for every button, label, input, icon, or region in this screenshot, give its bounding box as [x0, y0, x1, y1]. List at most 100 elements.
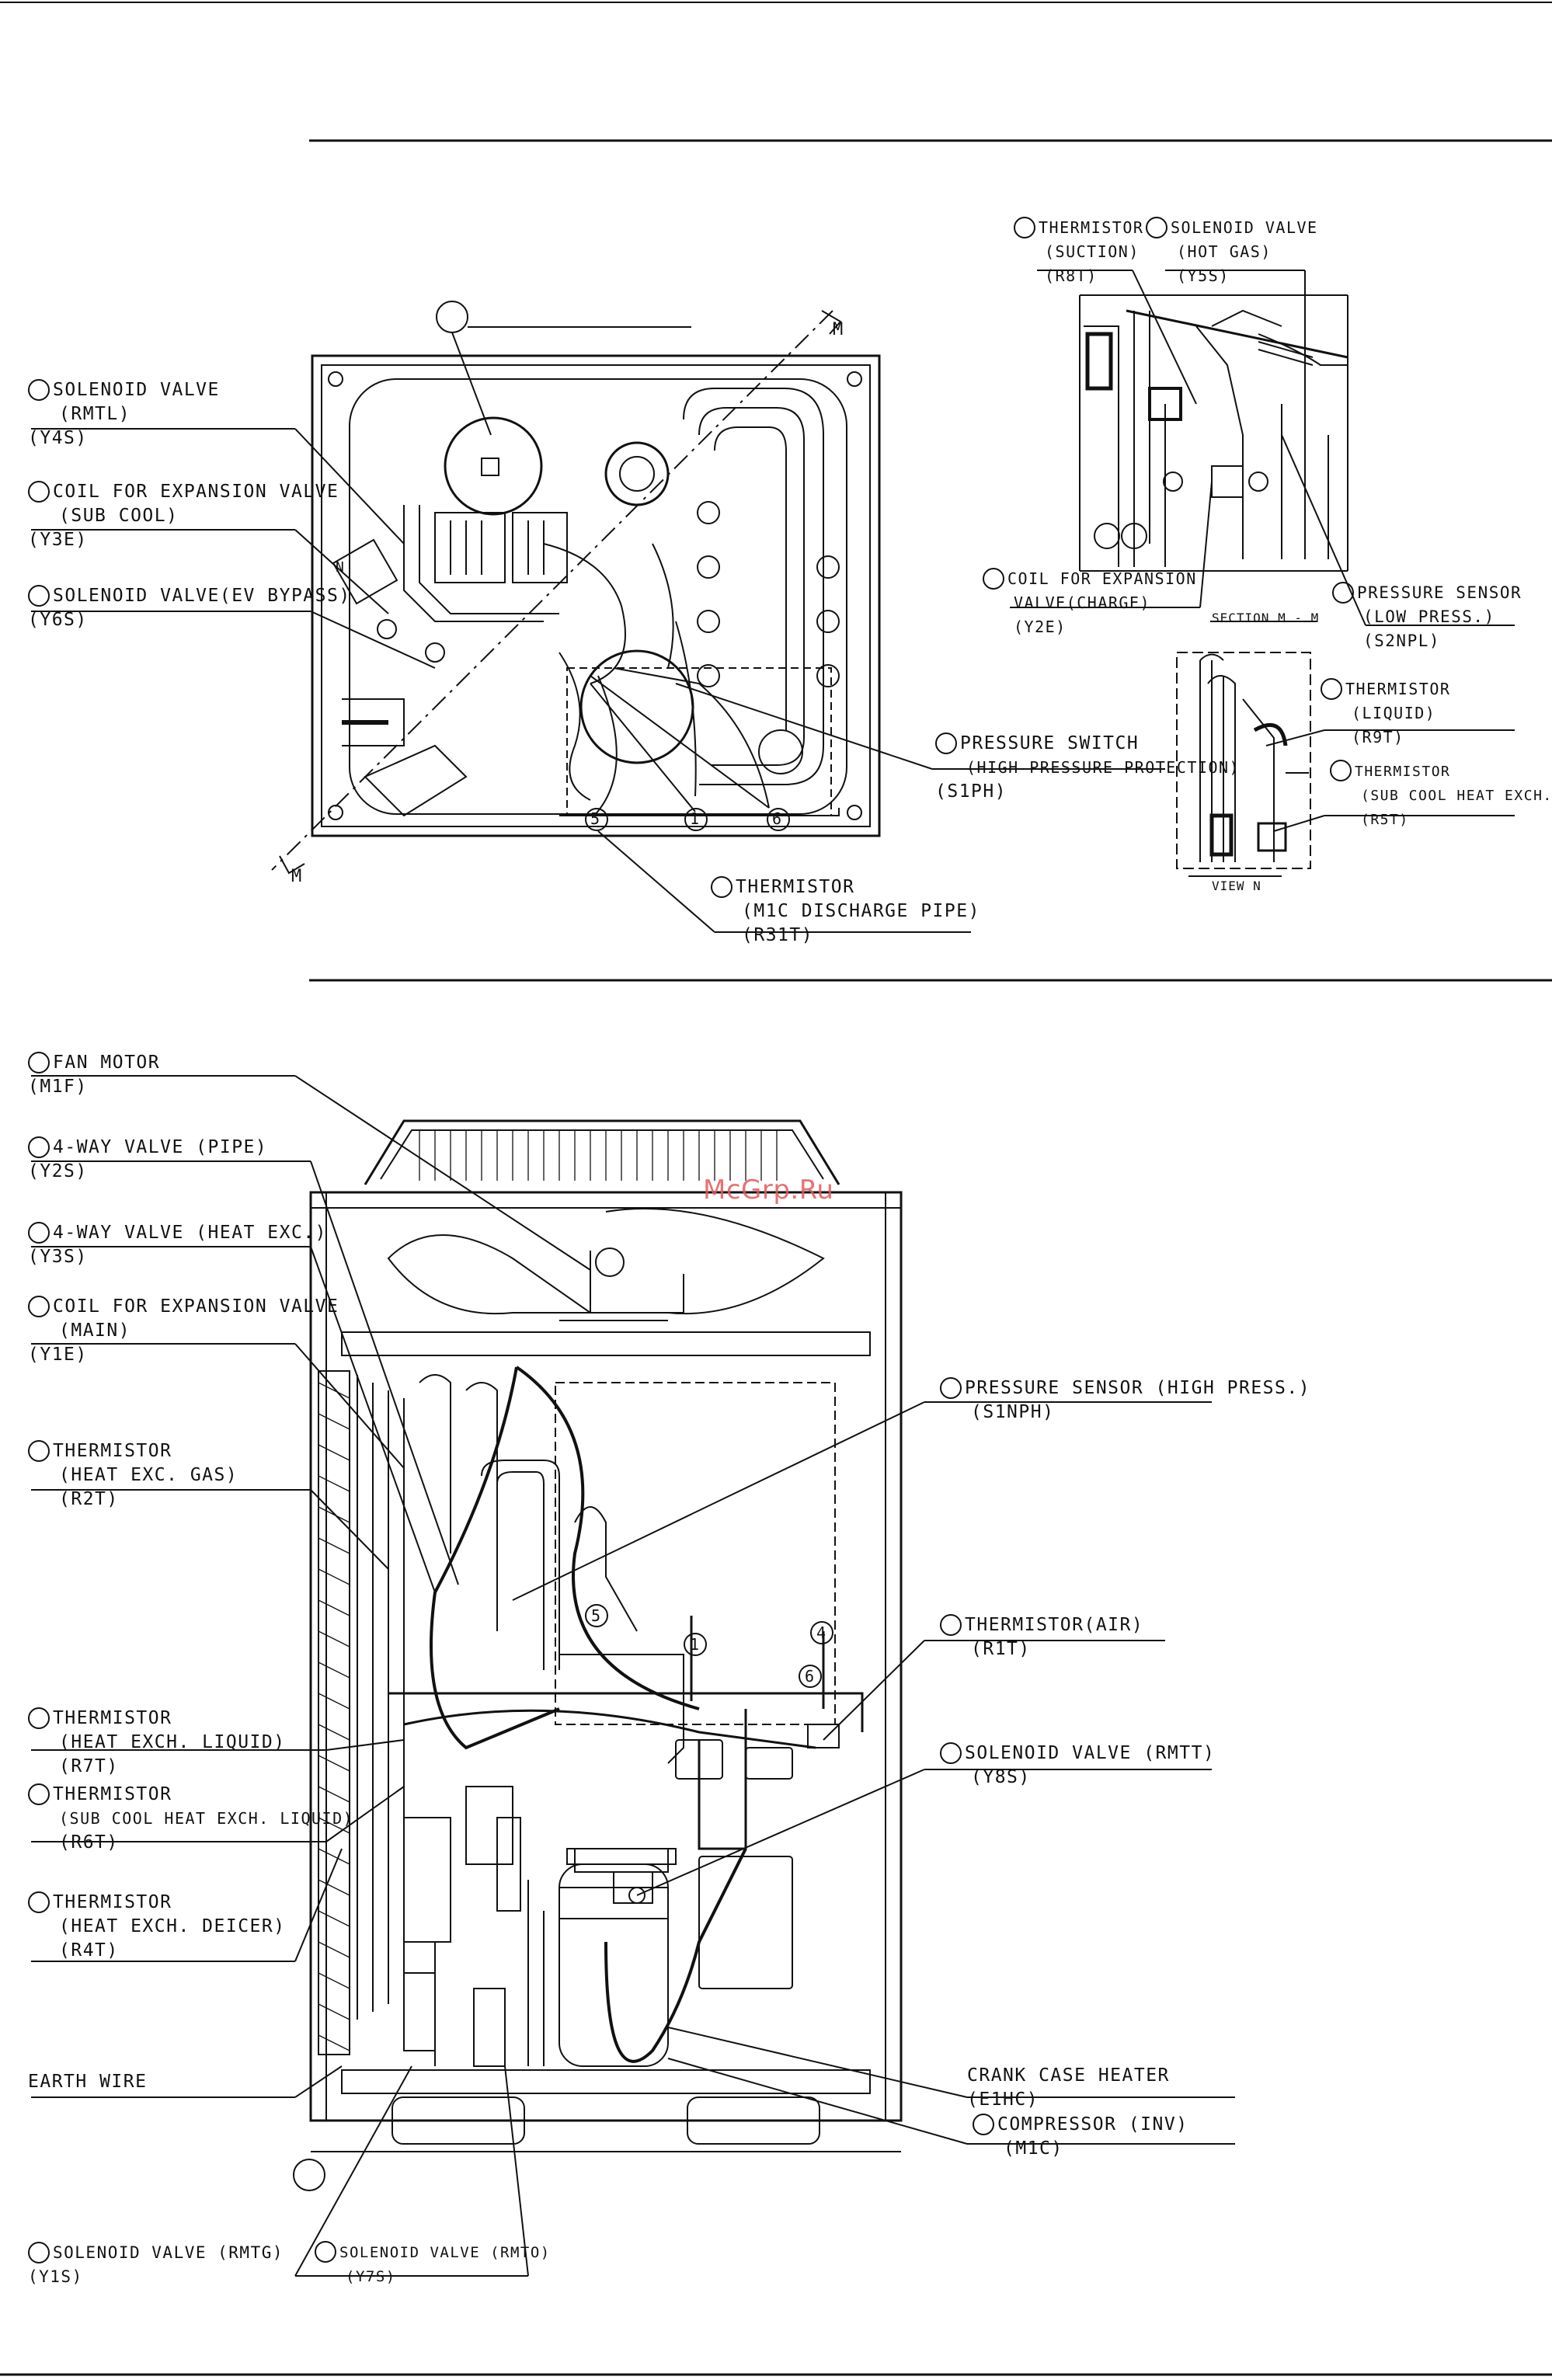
- callout-detail: (RMTL): [59, 404, 131, 424]
- callout-detail: (HEAT EXCH. DEICER): [59, 1916, 286, 1936]
- callout-solenoid-valve-hot-gas: SOLENOID VALVE (HOT GAS) (Y5S): [1146, 216, 1318, 288]
- callout-detail: (MAIN): [59, 1320, 131, 1341]
- callout-code: (Y4S): [28, 428, 88, 448]
- marker-6-top: 6: [772, 809, 783, 828]
- callout-solenoid-valve-rmto: SOLENOID VALVE (RMTO) (Y7S): [315, 2241, 551, 2289]
- callout-code: (R5T): [1361, 812, 1409, 828]
- callout-earth-wire: EARTH WIRE: [28, 2070, 147, 2094]
- callout-detail: (SUCTION): [1045, 242, 1140, 261]
- callout-circle-icon: [940, 1377, 962, 1399]
- callout-code: (S1NPH): [971, 1402, 1055, 1422]
- callout-circle-icon: [28, 481, 50, 503]
- callout-circle-icon: [1332, 582, 1354, 604]
- marker-5-top: 5: [590, 809, 601, 828]
- callout-title: COMPRESSOR (INV): [997, 2114, 1188, 2135]
- callout-pressure-switch: PRESSURE SWITCH (HIGH PRESSURE PROTECTIO…: [935, 732, 1240, 804]
- callout-circle-icon: [940, 1742, 962, 1764]
- callout-detail: (HEAT EXCH. LIQUID): [59, 1732, 286, 1752]
- callout-code: (R1T): [971, 1639, 1031, 1659]
- callout-title: SOLENOID VALVE(EV BYPASS): [53, 586, 351, 606]
- callout-code: (Y7S): [346, 2268, 396, 2285]
- callout-title: THERMISTOR: [53, 1441, 172, 1461]
- callout-4way-valve-pipe: 4-WAY VALVE (PIPE) (Y2S): [28, 1136, 267, 1184]
- callout-code: (R6T): [59, 1832, 119, 1853]
- callout-thermistor-liquid: THERMISTOR (LIQUID) (R9T): [1321, 677, 1450, 750]
- callout-title: THERMISTOR: [53, 1784, 172, 1804]
- callout-circle-icon: [28, 1052, 50, 1073]
- callout-code: (R2T): [59, 1489, 119, 1509]
- callout-circle-icon: [1321, 678, 1342, 700]
- callout-circle-icon: [1014, 217, 1035, 238]
- callout-fan-motor: FAN MOTOR (M1F): [28, 1051, 160, 1099]
- callout-crank-case-heater: CRANK CASE HEATER (E1HC): [967, 2064, 1170, 2112]
- callout-circle-icon: [711, 876, 733, 898]
- callout-code: (R7T): [59, 1756, 119, 1776]
- callout-title: FAN MOTOR: [53, 1053, 161, 1073]
- callout-code: (S1PH): [935, 781, 1007, 802]
- callout-code: (Y1S): [28, 2267, 83, 2286]
- callout-thermistor-m1c-discharge: THERMISTOR (M1C DISCHARGE PIPE) (R31T): [711, 875, 980, 948]
- callout-title: SOLENOID VALVE (RMTT): [965, 1743, 1216, 1763]
- callout-detail: (M1C DISCHARGE PIPE): [742, 901, 980, 921]
- front-view-markers: [293, 1604, 833, 2191]
- watermark: McGrp.Ru: [703, 1174, 834, 1206]
- callout-detail: (HIGH PRESSURE PROTECTION): [966, 758, 1241, 777]
- callout-code: (M1F): [28, 1077, 88, 1097]
- callout-title: COIL FOR EXPANSION: [1007, 569, 1197, 588]
- callout-code: (E1HC): [967, 2089, 1039, 2110]
- callout-code: (Y3E): [28, 530, 88, 550]
- callout-detail: (HOT GAS): [1177, 242, 1272, 261]
- callout-detail: VALVE(CHARGE): [1014, 593, 1151, 612]
- callout-circle-icon: [28, 1296, 50, 1317]
- section-line-m: [271, 310, 842, 875]
- callout-code: (Y6S): [28, 610, 88, 630]
- callout-solenoid-valve-ev-bypass: SOLENOID VALVE(EV BYPASS) (Y6S): [28, 584, 351, 632]
- callout-circle-icon: [28, 1440, 50, 1462]
- section-marker-m-top: M: [833, 320, 844, 339]
- front-view-leaders: [31, 1075, 1235, 2277]
- callout-code: (Y8S): [971, 1767, 1031, 1787]
- callout-circle-icon: [28, 1136, 50, 1158]
- callout-title: THERMISTOR: [1345, 680, 1451, 698]
- callout-circle-icon: [28, 585, 50, 607]
- callout-title: 4-WAY VALVE (HEAT EXC.): [53, 1223, 327, 1243]
- section-m-caption: SECTION M - M: [1212, 611, 1320, 625]
- callout-circle-icon: [1146, 217, 1167, 238]
- callout-pressure-sensor-low: PRESSURE SENSOR (LOW PRESS.) (S2NPL): [1332, 581, 1522, 653]
- callout-thermistor-heat-exc-gas: THERMISTOR (HEAT EXC. GAS) (R2T): [28, 1439, 238, 1512]
- callout-title: SOLENOID VALVE: [1171, 218, 1318, 237]
- top-view-unit: [311, 354, 881, 837]
- callout-code: (Y2E): [1014, 618, 1067, 636]
- callout-compressor-inv: COMPRESSOR (INV) (M1C): [973, 2113, 1188, 2161]
- marker-1-front: 1: [690, 1635, 701, 1654]
- callout-circle-icon: [940, 1614, 962, 1636]
- callout-code: (S2NPL): [1363, 632, 1441, 650]
- callout-thermistor-sub-cool-gas: THERMISTOR (SUB COOL HEAT EXCH. GAS) (R5…: [1330, 760, 1552, 832]
- callout-title: CRANK CASE HEATER: [967, 2065, 1170, 2086]
- callout-detail: (LOW PRESS.): [1363, 607, 1495, 626]
- callout-title: SOLENOID VALVE (RMTG): [53, 2243, 284, 2262]
- callout-title: THERMISTOR: [53, 1892, 172, 1912]
- callout-circle-icon: [1330, 760, 1352, 781]
- callout-thermistor-suction: THERMISTOR (SUCTION) (R8T): [1014, 216, 1143, 288]
- marker-1-top: 1: [690, 809, 701, 828]
- callout-circle-icon: [983, 568, 1004, 590]
- callout-coil-expansion-main: COIL FOR EXPANSION VALVE (MAIN) (Y1E): [28, 1295, 339, 1367]
- callout-solenoid-valve-rmtl: SOLENOID VALVE (RMTL) (Y4S): [28, 378, 220, 451]
- top-view-markers: [332, 301, 790, 831]
- view-n-caption: VIEW N: [1212, 879, 1261, 893]
- callout-title: THERMISTOR: [53, 1708, 172, 1728]
- callout-thermistor-heat-exch-liquid: THERMISTOR (HEAT EXCH. LIQUID) (R7T): [28, 1707, 286, 1779]
- callout-circle-icon: [28, 1891, 50, 1913]
- section-marker-m-bottom: M: [291, 867, 303, 886]
- top-view-leaders: [31, 428, 1165, 933]
- front-view-unit: [309, 1119, 903, 2152]
- callout-title: COIL FOR EXPANSION VALVE: [53, 482, 339, 502]
- callout-detail: (SUB COOL): [59, 506, 179, 526]
- callout-thermistor-air: THERMISTOR(AIR) (R1T): [940, 1613, 1143, 1661]
- callout-title: THERMISTOR(AIR): [965, 1615, 1144, 1635]
- callout-title: SOLENOID VALVE (RMTO): [339, 2244, 551, 2261]
- callout-detail: (SUB COOL HEAT EXCH. GAS): [1361, 788, 1552, 804]
- callout-code: (Y1E): [28, 1345, 88, 1365]
- marker-5-front: 5: [591, 1606, 602, 1625]
